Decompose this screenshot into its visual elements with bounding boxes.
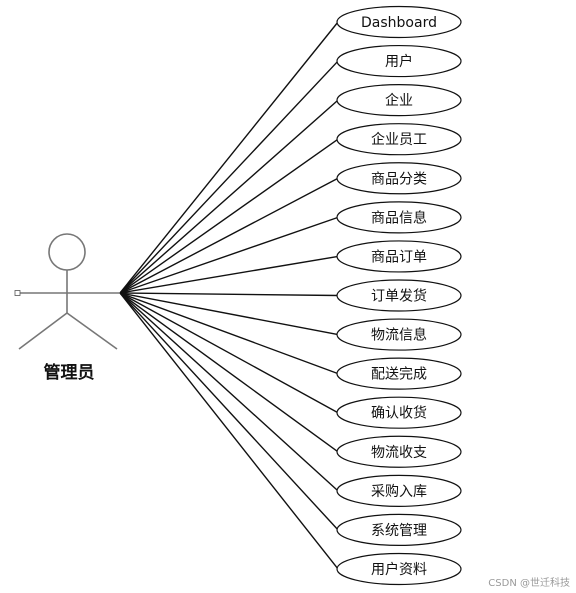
use-case-ellipse [336,552,462,586]
use-case-label: 配送完成 [371,367,427,383]
use-case-label: 用户 [385,53,413,70]
use-case-label: 商品订单 [371,249,427,265]
association-line [119,138,339,294]
association-line [119,99,339,294]
use-case: Dashboard [336,5,462,39]
use-case-ellipse [336,279,462,312]
use-case-ellipse [336,435,462,468]
use-case: 企业员工 [336,123,462,156]
use-case-ellipse [336,318,462,351]
association-line [119,292,339,492]
use-case: 配送完成 [336,357,462,390]
association-line [119,292,339,570]
use-case-label: 系统管理 [371,523,427,539]
actor-head [48,233,86,271]
association-line [119,216,339,294]
use-case-ellipse [336,5,462,39]
use-case-list: Dashboard 用户企业企业员工商品分类商品信息商品订单订单发货物流信息配送完… [336,5,462,586]
association-line [119,177,339,294]
use-case: 物流信息 [336,318,462,351]
use-case-ellipse [336,201,462,234]
use-case-ellipse [336,123,462,156]
association-line [119,292,339,453]
use-case: 订单发货 [336,279,462,312]
use-case-ellipse [336,162,462,195]
use-case-ellipse [336,84,462,117]
actor-anchor-handle [14,290,21,296]
use-case-ellipse [336,513,462,547]
use-case: 物流收支 [336,435,462,468]
use-case: 商品信息 [336,201,462,234]
association-line [119,292,339,297]
actor-figure: 管理员 [14,233,120,383]
use-case-label: 确认收货 [371,405,427,422]
use-case: 用户 [336,44,462,78]
use-case: 企业 [336,84,462,117]
actor-right-leg [66,312,118,350]
use-case-ellipse [336,357,462,390]
use-case-label: Dashboard [361,15,437,31]
use-case-label: 订单发货 [371,287,427,304]
use-case-label: 用户资料 [371,561,427,578]
association-line [119,60,339,294]
association-line [119,292,339,414]
association-line [119,292,339,375]
use-case-ellipse [336,240,462,273]
use-case: 采购入库 [336,474,462,507]
actor-label: 管理员 [44,362,95,383]
actor-left-leg [18,312,68,350]
use-case: 用户资料 [336,552,462,586]
use-case-label: 企业 [385,92,413,109]
association-line [119,21,339,294]
association-line [119,292,339,531]
use-case-ellipse [336,396,462,429]
use-case: 商品订单 [336,240,462,273]
use-case-label: 商品分类 [371,171,427,187]
use-case: 商品分类 [336,162,462,195]
use-case-ellipse [336,44,462,78]
association-line [119,255,339,294]
use-case-label: 物流信息 [371,327,427,344]
association-lines [119,21,339,570]
use-case: 确认收货 [336,396,462,429]
use-case: 系统管理 [336,513,462,547]
use-case-label: 物流收支 [371,445,427,461]
watermark: CSDN @世迁科技 [488,578,570,589]
use-case-ellipse [336,474,462,507]
use-case-label: 采购入库 [371,484,427,500]
use-case-label: 商品信息 [371,209,427,226]
use-case-label: 企业员工 [371,131,427,148]
association-line [119,292,339,336]
